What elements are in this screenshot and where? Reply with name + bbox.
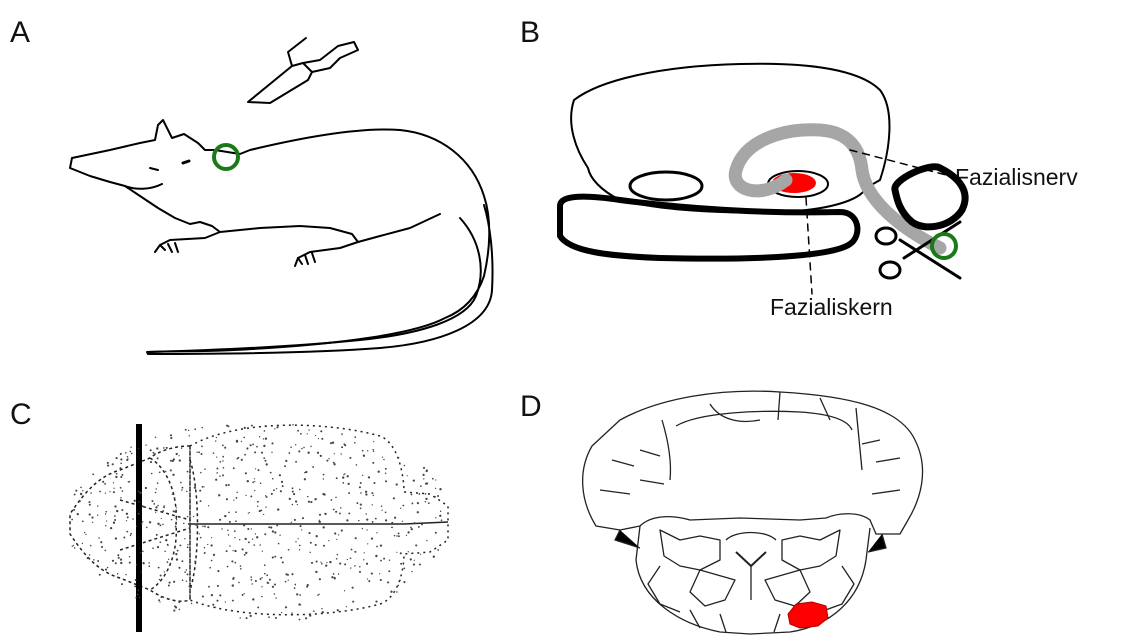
scalpel-icon [248,38,358,103]
right-structure [895,167,965,227]
facial-nerve [735,130,940,248]
cerebellar-peduncle [560,197,857,259]
rat-body [72,120,493,354]
cerebellum-outline [583,391,923,534]
panel-c [70,424,448,632]
facial-nucleus-d [788,602,828,628]
brainstem-outline-d [636,526,870,634]
injection-marker [214,145,238,169]
stipple [71,424,442,620]
hindbrain-outline [70,446,190,601]
panel-a [70,38,493,354]
panel-d [583,391,923,634]
panel-b [560,64,965,294]
left-nucleus [630,172,702,200]
